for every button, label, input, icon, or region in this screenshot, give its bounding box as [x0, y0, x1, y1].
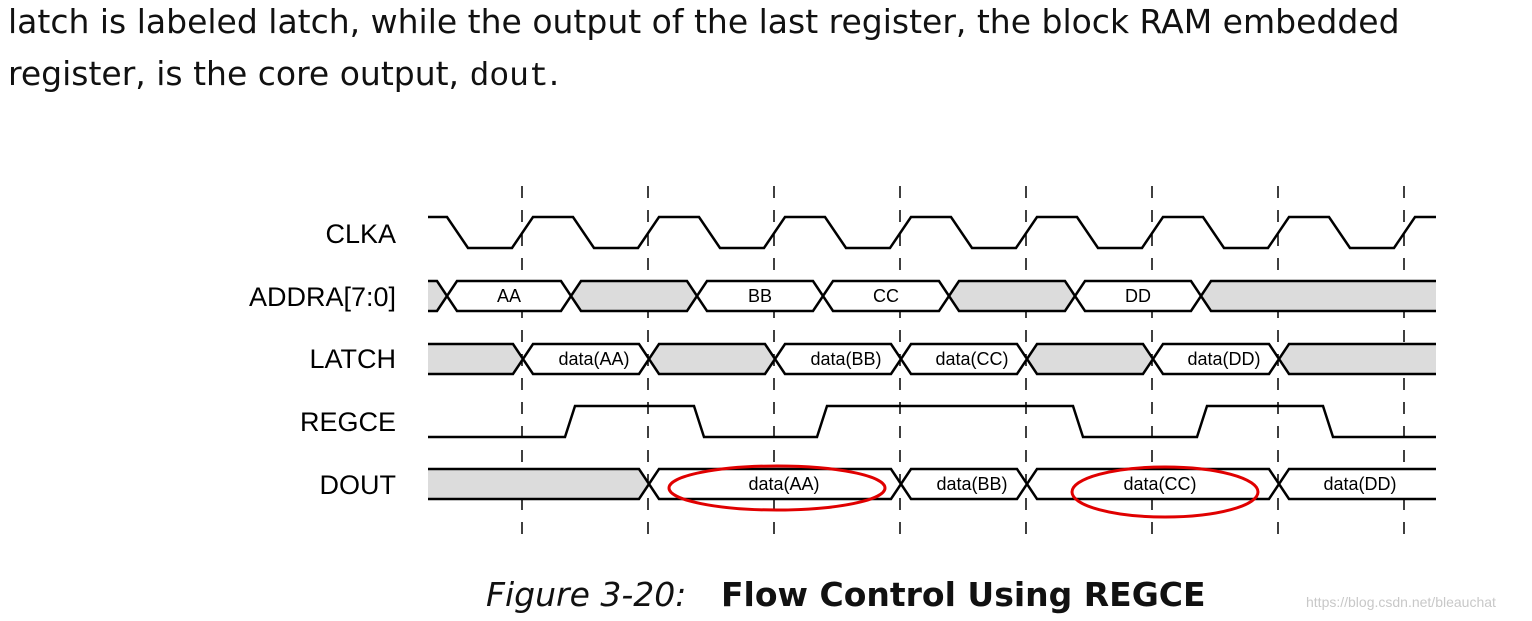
dout-value-aa: data(AA)	[748, 474, 819, 494]
figure-caption: Figure 3-20: Flow Control Using REGCE	[0, 570, 1532, 620]
latch-bus: data(AA) data(BB) data(CC) data(DD)	[428, 342, 1436, 376]
paragraph-line-2-text: register, is the core output,	[8, 54, 470, 93]
addra-undefined	[949, 281, 1075, 311]
regce-waveform	[428, 404, 1436, 439]
figure-title: Flow Control Using REGCE	[721, 575, 1206, 614]
addra-value-cc: CC	[873, 286, 899, 306]
latch-value-cc: data(CC)	[935, 349, 1008, 369]
latch-undefined	[428, 344, 523, 374]
latch-segment-bb	[775, 344, 901, 374]
addra-undefined	[1201, 281, 1436, 311]
body-paragraph: latch is labeled latch, while the output…	[8, 0, 1528, 103]
addra-segment-cc	[823, 281, 949, 311]
dout-segment-bb	[901, 469, 1027, 499]
addra-outline	[428, 279, 1436, 313]
latch-segment-dd	[1153, 344, 1279, 374]
addra-value-bb: BB	[748, 286, 772, 306]
dout-bus: data(AA) data(BB) data(CC) data(DD)	[428, 467, 1436, 501]
addra-value-dd: DD	[1125, 286, 1151, 306]
highlight-ellipse-data-aa	[667, 464, 887, 512]
signal-label-dout: DOUT	[320, 470, 397, 500]
signal-label-addra: ADDRA[7:0]	[249, 282, 396, 312]
dout-value-dd: data(DD)	[1323, 474, 1396, 494]
addra-segment-bb	[697, 281, 823, 311]
latch-value-bb: data(BB)	[810, 349, 881, 369]
latch-outline	[428, 342, 1436, 376]
figure-number: Figure 3-20:	[486, 575, 687, 614]
addra-undefined	[571, 281, 697, 311]
dout-undefined	[428, 469, 649, 499]
addra-value-aa: AA	[497, 286, 521, 306]
paragraph-line-2: register, is the core output, dout.	[8, 48, 1528, 103]
latch-segment-aa	[523, 344, 649, 374]
dout-segment-dd	[1279, 469, 1436, 499]
latch-undefined	[649, 344, 775, 374]
signal-label-clka: CLKA	[325, 219, 396, 249]
dout-outline	[428, 467, 1436, 501]
watermark: https://blog.csdn.net/bleauchat	[1306, 594, 1496, 610]
latch-value-dd: data(DD)	[1187, 349, 1260, 369]
dout-value-cc: data(CC)	[1123, 474, 1196, 494]
dout-code: dout	[469, 58, 549, 95]
signal-label-latch: LATCH	[309, 344, 396, 374]
paragraph-line-1: latch is labeled latch, while the output…	[8, 2, 1400, 41]
addra-undefined	[428, 281, 447, 311]
paragraph-line-2-end: .	[548, 54, 560, 93]
dout-segment-aa	[649, 469, 901, 499]
latch-undefined	[1279, 344, 1436, 374]
dout-value-bb: data(BB)	[936, 474, 1007, 494]
latch-segment-cc	[901, 344, 1027, 374]
addra-segment-aa	[447, 281, 571, 311]
latch-value-aa: data(AA)	[558, 349, 629, 369]
latch-undefined	[1027, 344, 1153, 374]
addra-segment-dd	[1075, 281, 1201, 311]
highlight-ellipse-data-cc	[1070, 465, 1260, 519]
clka-waveform	[428, 215, 1436, 250]
signal-label-regce: REGCE	[300, 407, 396, 437]
addra-bus: AA BB CC DD	[428, 279, 1436, 313]
